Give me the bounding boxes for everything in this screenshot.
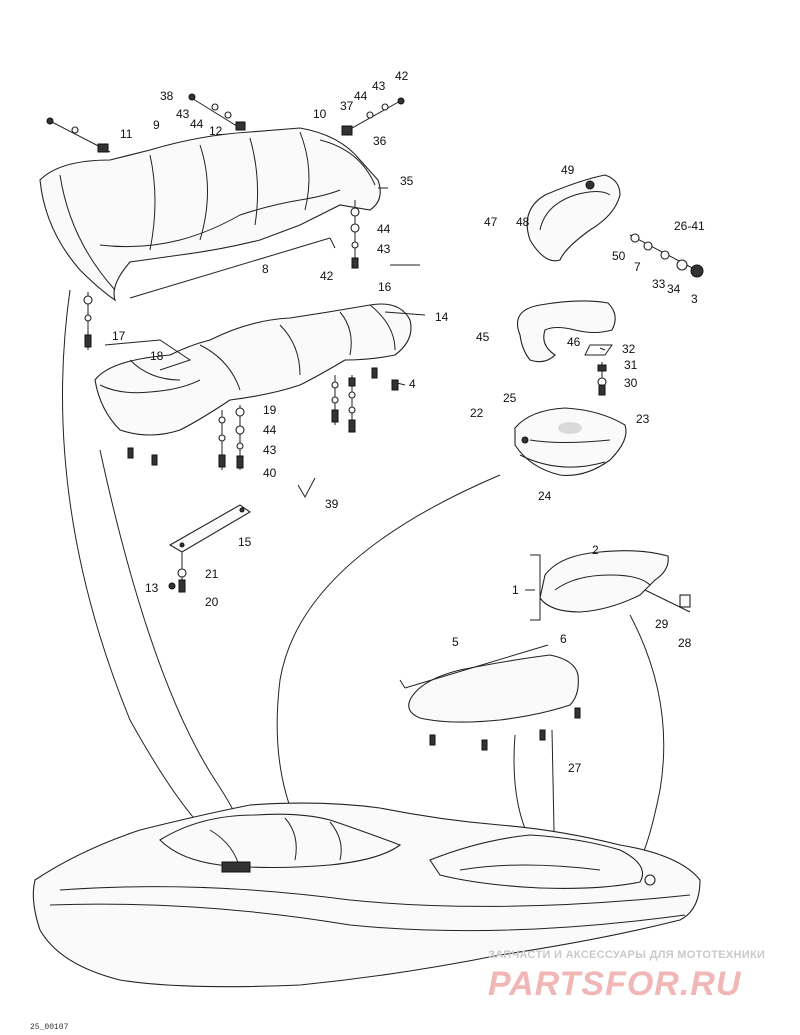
hull [32, 802, 701, 988]
callout-30: 30 [624, 376, 638, 390]
callout-2: 2 [592, 543, 599, 557]
callout-16: 16 [378, 280, 392, 294]
callout-44b: 44 [354, 89, 368, 103]
callout-39: 39 [325, 497, 339, 511]
callout-43d: 43 [263, 443, 277, 457]
callout-19: 19 [263, 403, 277, 417]
callout-32: 32 [622, 342, 636, 356]
callout-15: 15 [238, 535, 252, 549]
callout-42b: 42 [320, 269, 334, 283]
cover-assembly [399, 644, 581, 751]
callout-50: 50 [612, 249, 626, 263]
callout-13: 13 [145, 581, 159, 595]
callout-11: 11 [120, 127, 133, 141]
callout-37: 37 [340, 99, 354, 113]
callout-38: 38 [160, 89, 174, 103]
callout-23: 23 [636, 412, 650, 426]
callout-40: 40 [263, 466, 277, 480]
callout-3: 3 [691, 292, 698, 306]
callout-10: 10 [313, 107, 327, 121]
callout-46: 46 [567, 335, 581, 349]
callout-43: 43 [176, 107, 190, 121]
callout-20: 20 [205, 595, 219, 609]
callout-49: 49 [561, 163, 575, 177]
callout-35: 35 [400, 174, 414, 188]
callout-36: 36 [373, 134, 387, 148]
callout-33: 33 [652, 277, 666, 291]
watermark-brand: PARTSFOR.RU [488, 965, 742, 1003]
callout-8: 8 [262, 262, 269, 276]
callout-9: 9 [153, 118, 160, 132]
callout-43c: 43 [377, 242, 391, 256]
callout-12: 12 [209, 124, 223, 138]
callout-6: 6 [560, 632, 567, 646]
callout-14: 14 [435, 310, 449, 324]
callout-27: 27 [568, 761, 582, 775]
callout-48: 48 [516, 215, 530, 229]
callout-26-41: 26-41 [674, 219, 705, 233]
callout-22: 22 [470, 406, 484, 420]
callout-21: 21 [205, 567, 219, 581]
callout-28: 28 [678, 636, 692, 650]
bracket-assembly [168, 477, 316, 593]
callout-1: 1 [512, 583, 519, 597]
callout-34: 34 [667, 282, 681, 296]
callout-4: 4 [409, 377, 416, 391]
rear-seat-assembly [39, 93, 420, 302]
diagram-code: 25_00107 [30, 1023, 69, 1032]
callout-44d: 44 [263, 423, 277, 437]
callout-24: 24 [538, 489, 552, 503]
callout-45: 45 [476, 330, 490, 344]
front-seat-assembly [83, 292, 426, 470]
callout-44: 44 [190, 117, 204, 131]
callout-18: 18 [150, 349, 164, 363]
callout-7: 7 [634, 260, 641, 274]
callout-42: 42 [395, 69, 409, 83]
watermark-tagline: ЗАПЧАСТИ И АКСЕССУАРЫ ДЛЯ МОТОТЕХНИКИ [488, 949, 765, 961]
callout-43b: 43 [372, 79, 386, 93]
callout-5: 5 [452, 635, 459, 649]
handle-assembly [525, 550, 691, 621]
callout-44c: 44 [377, 222, 391, 236]
callout-47: 47 [484, 215, 498, 229]
callout-25: 25 [503, 391, 517, 405]
callout-labels: 38 43 44 12 11 9 10 37 44 43 42 36 35 44… [112, 69, 705, 775]
leader-lines [62, 289, 665, 881]
callout-31: 31 [624, 358, 638, 372]
callout-29: 29 [655, 617, 669, 631]
callout-17: 17 [112, 329, 126, 343]
glovebox-assembly [514, 174, 704, 476]
